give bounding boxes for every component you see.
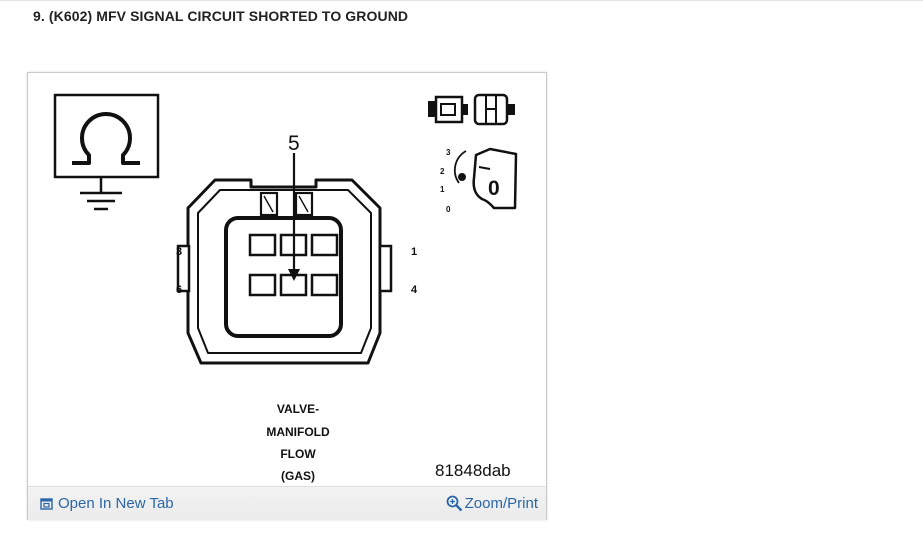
ignition-position-3: 3 [446, 148, 451, 157]
magnifier-icon [446, 495, 462, 512]
open-in-new-tab-icon [40, 497, 53, 510]
component-label-line: MANIFOLD [266, 425, 330, 439]
ignition-position-2: 2 [440, 167, 445, 176]
ignition-key-label: 0 [488, 177, 500, 200]
ignition-position-1: 1 [440, 185, 445, 194]
connector-face [176, 153, 393, 365]
ignition-position-0: 0 [446, 205, 451, 214]
component-label-line: FLOW [280, 447, 316, 461]
pin-cavities [248, 233, 339, 297]
open-in-new-tab-label: Open In New Tab [58, 495, 174, 512]
pin-label-bottom-left: 6 [176, 284, 182, 296]
diagram-frame: 3 2 1 0 0 5 [27, 72, 547, 520]
ground-symbol-icon [80, 177, 122, 211]
pin-label-top-right: 1 [411, 246, 417, 258]
diagram-code: 81848dab [435, 461, 511, 480]
pin-label-bottom-right: 4 [411, 284, 418, 296]
image-toolbar: Open In New Tab Zoom/Print [28, 486, 546, 520]
ignition-key-off-icon: 3 2 1 0 0 [440, 147, 518, 214]
component-label-line: VALVE- [277, 402, 319, 416]
zoom-print-link[interactable]: Zoom/Print [446, 495, 538, 512]
ohm-symbol-icon [53, 93, 160, 179]
component-label-line: (GAS) [281, 469, 315, 483]
open-in-new-tab-link[interactable]: Open In New Tab [40, 495, 174, 512]
top-divider [0, 0, 923, 1]
zoom-print-label: Zoom/Print [464, 495, 538, 512]
connector-diagram: 3 2 1 0 0 5 [53, 93, 518, 483]
page-title: 9. (K602) MFV SIGNAL CIRCUIT SHORTED TO … [33, 8, 409, 24]
component-label: VALVE- MANIFOLD FLOW (GAS) [266, 402, 330, 483]
disconnected-connector-icon [428, 93, 515, 126]
pointer-pin-label: 5 [288, 132, 300, 155]
pin-label-top-left: 3 [176, 246, 182, 258]
